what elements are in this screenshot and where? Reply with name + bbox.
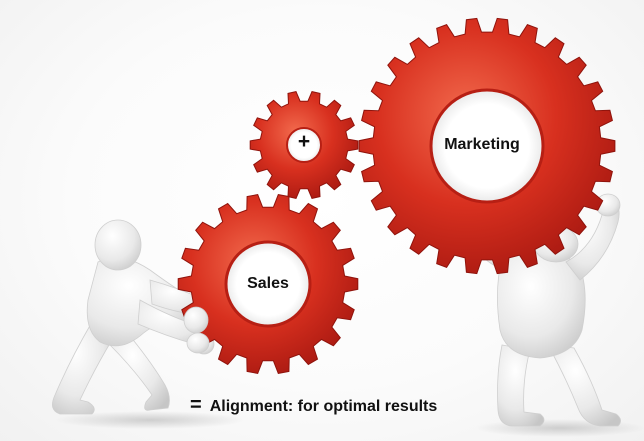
plus-symbol: + (297, 130, 311, 153)
marketing-gear (358, 17, 616, 275)
left-figure-hands (183, 306, 210, 354)
plus-gear (249, 91, 359, 199)
equals-symbol: = (190, 394, 202, 416)
sales-gear (177, 194, 359, 374)
marketing-gear-hub (429, 88, 545, 204)
caption-text: Alignment: for optimal results (209, 398, 438, 415)
marketing-label: Marketing (444, 136, 520, 153)
sales-label: Sales (247, 275, 289, 292)
left-figure-shadow (55, 411, 245, 429)
sales-gear-hub (224, 240, 312, 328)
caption: = Alignment: for optimal results (190, 394, 490, 417)
plus-gear-hub (286, 127, 322, 163)
